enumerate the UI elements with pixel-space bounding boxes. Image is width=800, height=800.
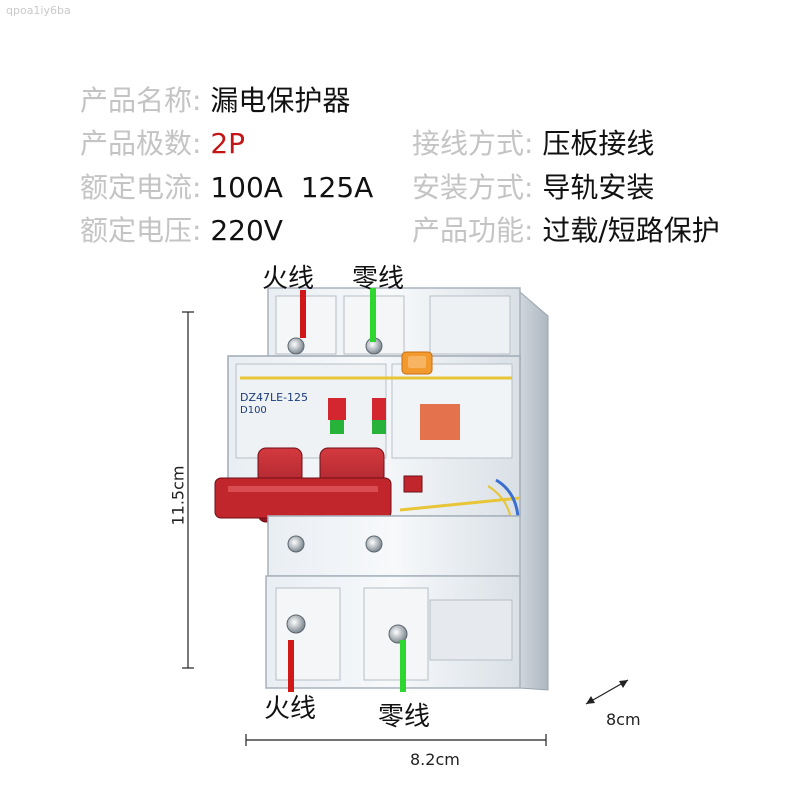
test-button[interactable] <box>401 351 433 375</box>
spec-rated-current: 额定电流: 100A 125A <box>80 171 373 205</box>
neutral-indicator-bottom <box>400 640 406 692</box>
top-neutral-label: 零线 <box>352 264 405 294</box>
spec-label: 产品名称: <box>80 84 202 117</box>
spec-label: 额定电流: <box>80 171 202 204</box>
model-label: DZ47LE-125 <box>240 391 308 404</box>
rating-label: D100 <box>240 405 267 416</box>
width-dimension-line <box>245 734 547 746</box>
spec-value: 100A 125A <box>210 171 374 204</box>
spec-label: 产品功能: <box>412 214 534 247</box>
bottom-live-label: 火线 <box>264 694 317 724</box>
watermark-text: qpoa1iy6ba <box>6 4 71 17</box>
breaker-side-face <box>519 290 549 691</box>
spec-wiring-method: 接线方式: 压板接线 <box>412 127 654 161</box>
live-indicator-bottom <box>288 640 294 692</box>
spec-label: 接线方式: <box>412 127 534 160</box>
spec-value: 压板接线 <box>542 127 655 160</box>
height-dimension-label: 11.5cm <box>168 465 188 526</box>
neutral-indicator-top <box>370 288 376 342</box>
spec-product-name: 产品名称: 漏电保护器 <box>80 84 350 118</box>
depth-dimension-line <box>585 679 629 705</box>
spec-value: 过载/短路保护 <box>542 214 720 247</box>
width-dimension-label: 8.2cm <box>410 750 460 769</box>
bottom-neutral-label: 零线 <box>378 702 431 732</box>
spec-label: 安装方式: <box>412 171 534 204</box>
depth-dimension-label: 8cm <box>606 710 641 729</box>
top-live-label: 火线 <box>262 264 315 294</box>
spec-rated-voltage: 额定电压: 220V <box>80 214 283 248</box>
switch-handle[interactable] <box>214 447 423 523</box>
spec-label: 产品极数: <box>80 127 202 160</box>
spec-poles: 产品极数: 2P <box>80 127 245 161</box>
live-indicator-top <box>300 290 306 338</box>
spec-value: 导轨安装 <box>542 171 655 204</box>
spec-value: 220V <box>210 214 283 247</box>
spec-label: 额定电压: <box>80 214 202 247</box>
spec-install-method: 安装方式: 导轨安装 <box>412 171 654 205</box>
terminal-screw <box>286 337 408 644</box>
height-dimension-line <box>182 311 194 669</box>
top-terminal-block <box>267 287 521 361</box>
spec-value: 漏电保护器 <box>210 84 351 117</box>
spec-function: 产品功能: 过载/短路保护 <box>412 214 720 248</box>
spec-value: 2P <box>210 127 246 160</box>
